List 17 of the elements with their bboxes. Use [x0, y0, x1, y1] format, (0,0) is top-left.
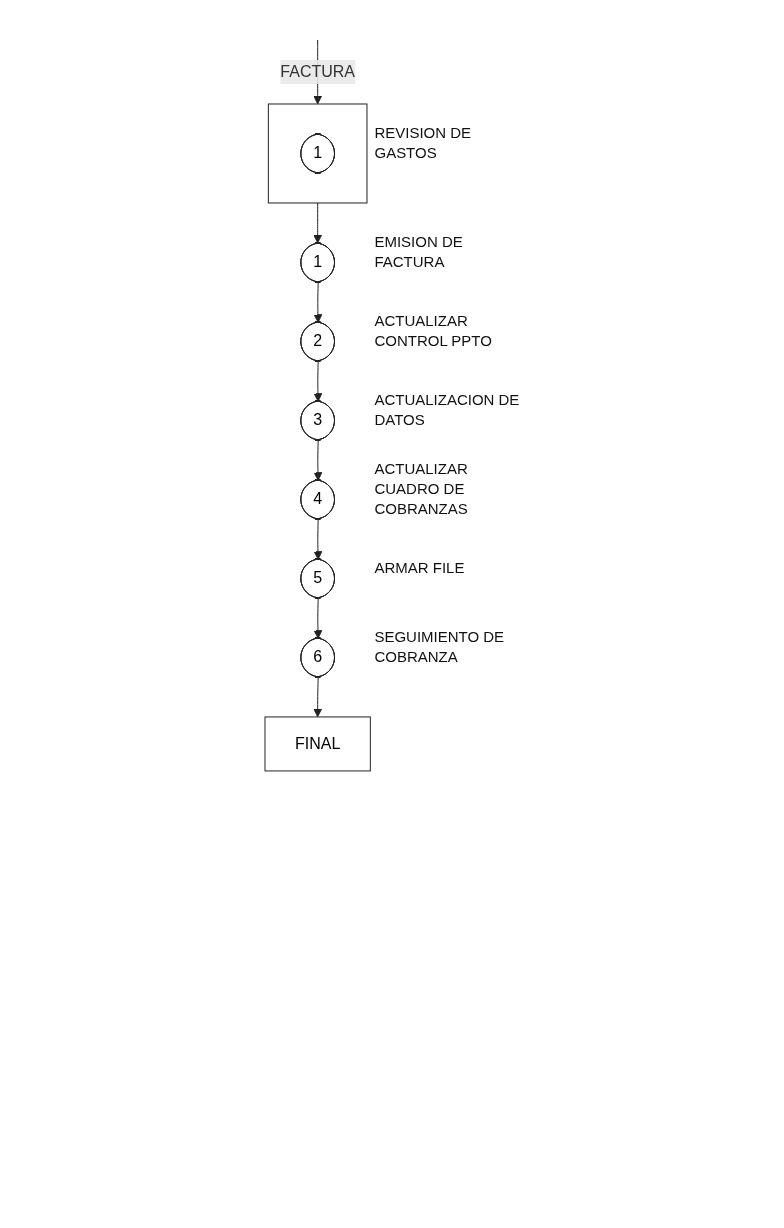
step-caption: ACTUALIZAR CONTROL PPTO: [374, 312, 492, 350]
step-caption: EMISION DE FACTURA: [374, 233, 463, 271]
node-box: FINAL: [264, 716, 371, 772]
arrow: [313, 202, 322, 244]
step-caption: ARMAR FILE: [374, 559, 465, 577]
arrow: [313, 439, 323, 481]
step-caption: ACTUALIZAR CUADRO DE COBRANZAS: [374, 460, 468, 518]
arrow: [313, 518, 323, 560]
arrow: [313, 282, 323, 323]
arrow: [313, 360, 323, 402]
step-caption: REVISION DE GASTOS: [374, 124, 471, 162]
edge-label: FACTURA: [280, 62, 355, 80]
arrow: [313, 676, 322, 718]
step-caption: SEGUIMIENTO DE COBRANZA: [374, 628, 504, 666]
cluster: [267, 103, 368, 204]
arrow: [313, 597, 323, 639]
step-caption: ACTUALIZACION DE DATOS: [374, 391, 520, 429]
